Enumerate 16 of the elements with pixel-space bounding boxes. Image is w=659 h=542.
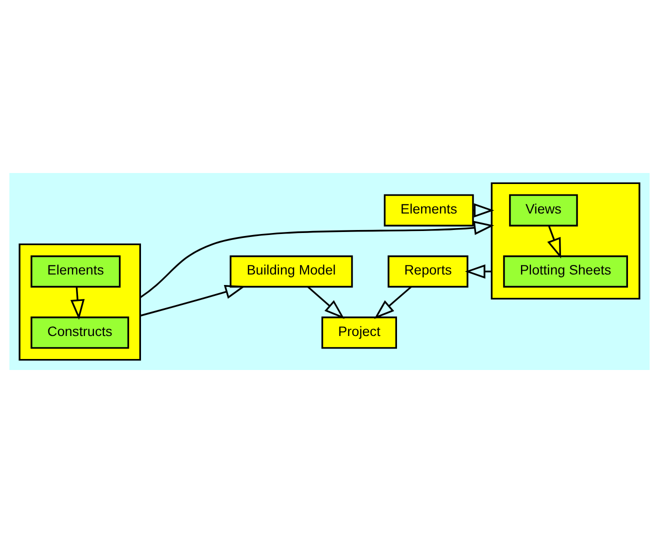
node-box: Building Model (230, 254, 353, 288)
node-box: Views (509, 194, 578, 226)
node-box: Constructs (30, 316, 130, 348)
node-box: Elements (30, 254, 121, 288)
arrow (464, 264, 492, 278)
arrow (547, 225, 562, 258)
node-box: Reports (388, 254, 468, 288)
arrow (374, 286, 412, 318)
arrow (308, 286, 345, 318)
arrow (70, 286, 85, 320)
arrow (140, 220, 494, 298)
node-box: Project (321, 316, 397, 348)
arrow (140, 284, 246, 316)
cluster (490, 182, 640, 300)
cluster (18, 242, 141, 360)
node-box: Plotting Sheets (503, 254, 628, 288)
